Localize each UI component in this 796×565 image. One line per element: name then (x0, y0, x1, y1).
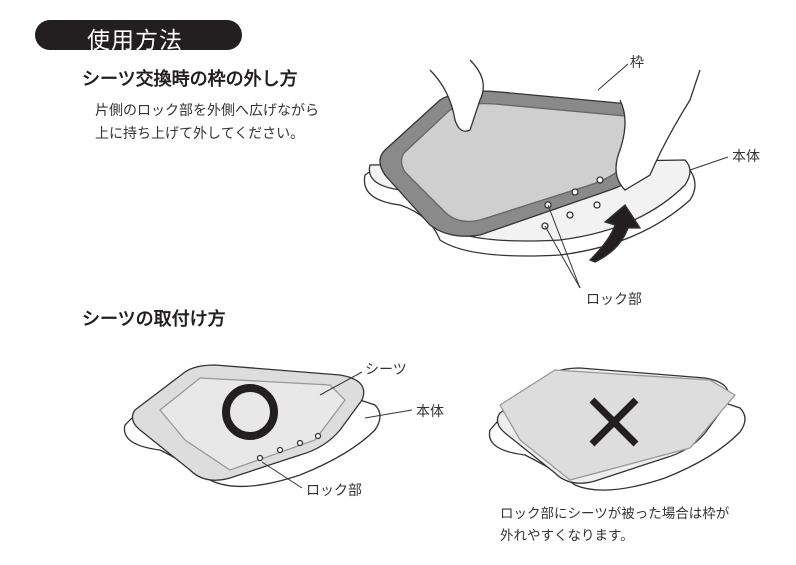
caption-line: 外れやすくなります。 (500, 528, 634, 544)
body-label: 本体 (732, 149, 760, 165)
section1-title: シーツ交換時の枠の外し方 (82, 69, 298, 90)
lock-label: ロック部 (586, 292, 642, 308)
body-label-2: 本体 (416, 404, 444, 420)
frame-removal-illustration (363, 59, 729, 289)
instruction-line: 片側のロック部を外側へ広げながら (95, 103, 319, 119)
section-header-pill: 使用方法 (35, 20, 242, 54)
instruction-line: 上に持ち上げて外してください。 (95, 126, 305, 142)
caption-line: ロック部にシーツが被った場合は枠が (500, 506, 730, 522)
warning-caption: ロック部にシーツが被った場合は枠が 外れやすくなります。 (500, 503, 729, 547)
section1-instructions: 片側のロック部を外側へ広げながら 上に持ち上げて外してください。 (95, 100, 319, 146)
wrong-sheet-illustration (488, 367, 746, 491)
frame-label: 枠 (630, 55, 644, 71)
sheet-label: シーツ (365, 362, 407, 378)
page-title: 使用方法 (87, 28, 183, 54)
correct-sheet-illustration (123, 364, 413, 489)
section2-title: シーツの取付け方 (82, 309, 226, 330)
lock-label-2: ロック部 (306, 483, 362, 499)
